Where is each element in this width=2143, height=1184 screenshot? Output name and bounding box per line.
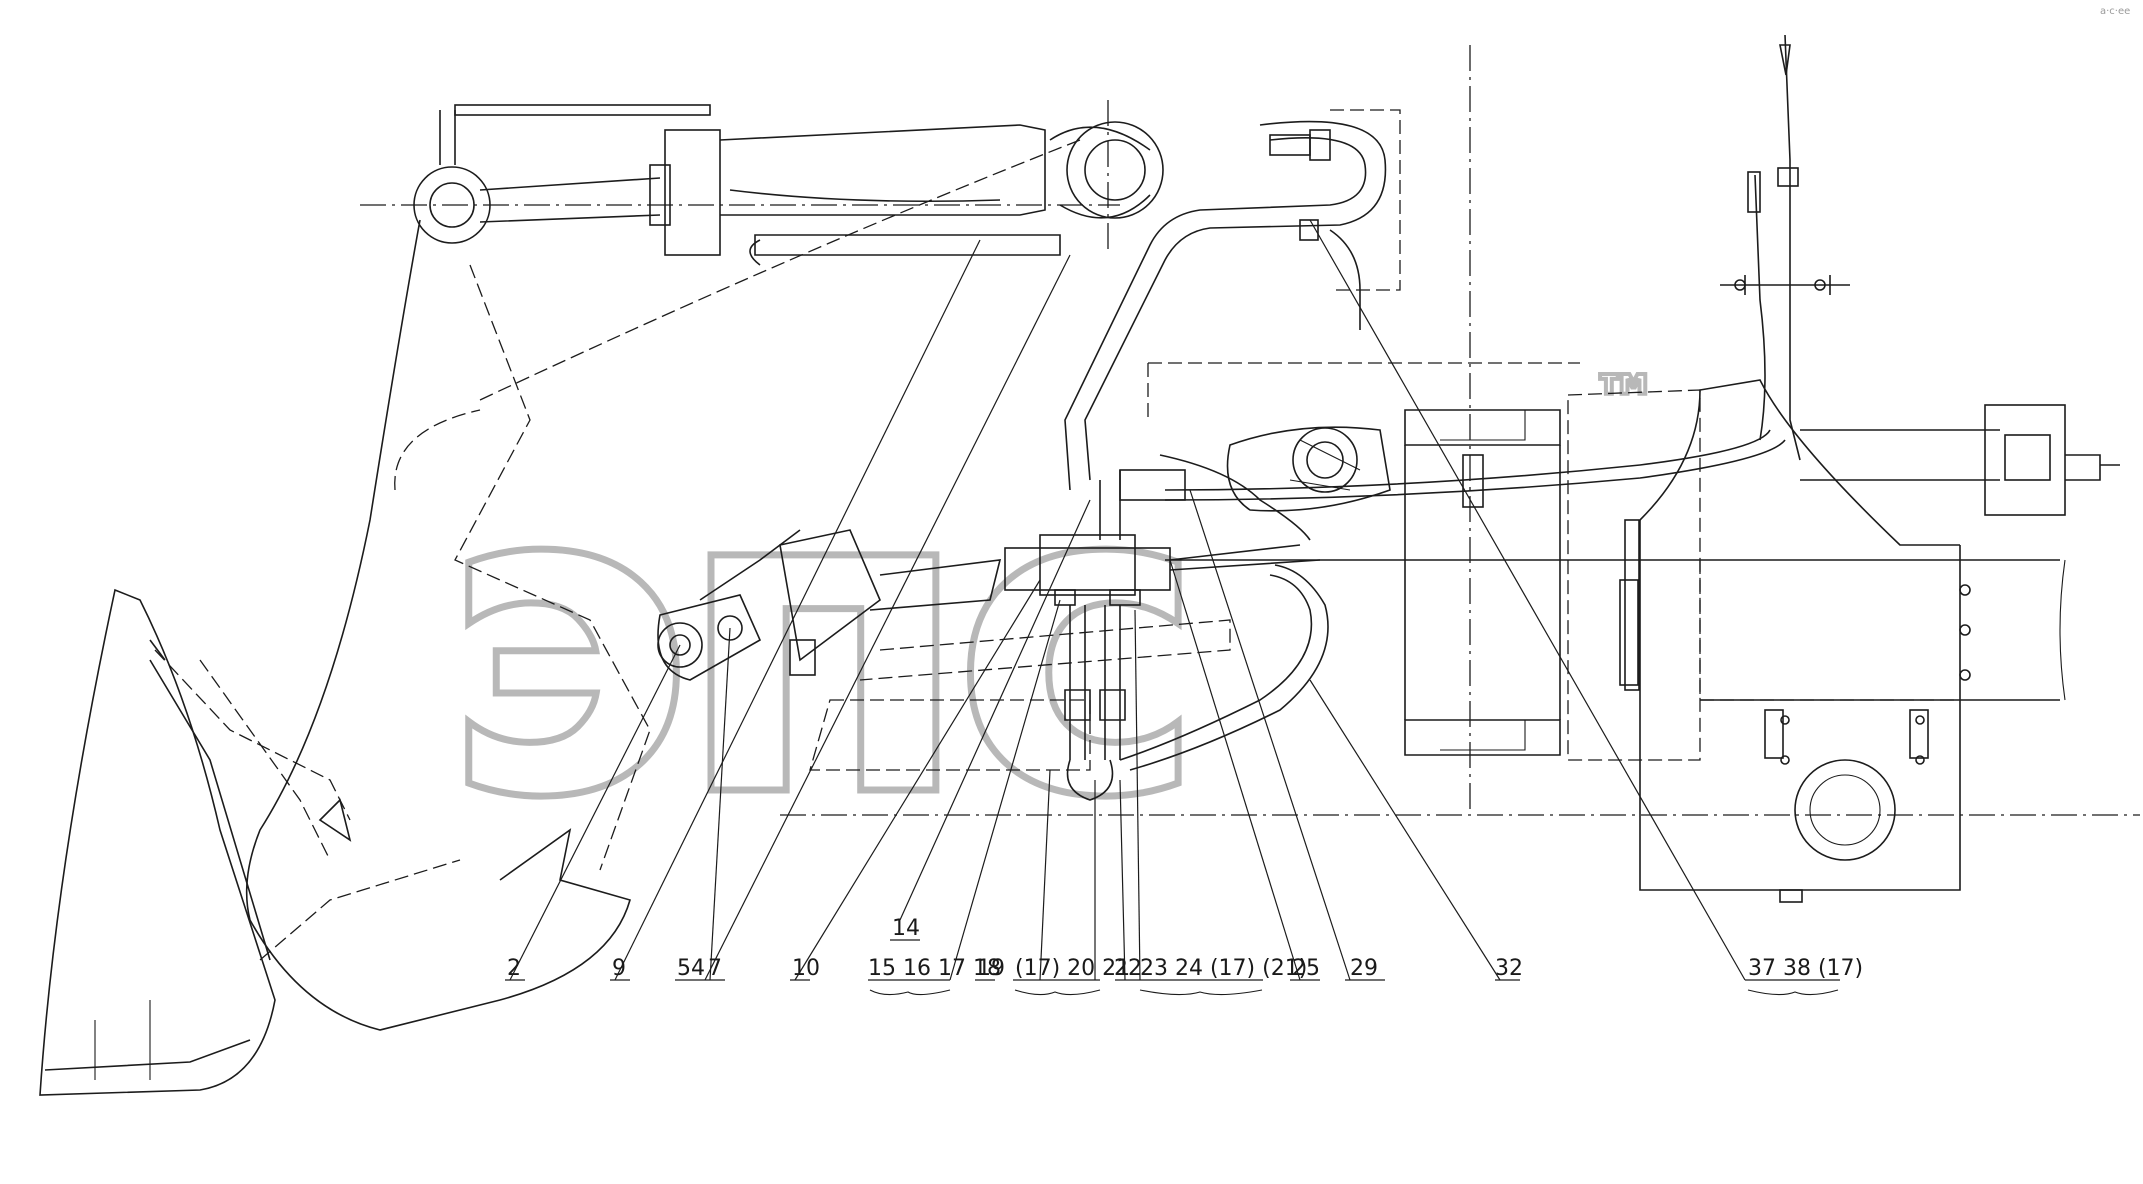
callout-19: 19: [977, 956, 1005, 981]
lift-cylinder: [413, 104, 1164, 266]
callout-15-16-17-18: 15 16 17 18: [868, 956, 1001, 981]
center-lines: [360, 45, 2140, 816]
accumulator: [779, 529, 1002, 676]
callout-37-38-17: 37 38 (17): [1748, 956, 1863, 981]
leader-lines: [505, 219, 1840, 981]
steering-pivot: [1226, 426, 1391, 512]
boom-arm: [245, 139, 1081, 1031]
callout-23-24-17-21: 23 24 (17) (21): [1140, 956, 1307, 981]
callout-labels: 2 9 54 7 10 14 15 16 17 18 19 (17) 20 21…: [507, 916, 1863, 981]
callout-7: 7: [708, 956, 722, 981]
corner-mark: a·c·ee: [2100, 6, 2130, 17]
frame: [809, 362, 2066, 903]
callout-22: 22: [1114, 956, 1142, 981]
bucket: [39, 588, 461, 1096]
callout-25: 25: [1292, 956, 1320, 981]
callout-17-20-21: (17) 20 21: [1015, 956, 1130, 981]
upper-hoses: [1064, 109, 1401, 491]
watermark-trademark: ™: [1590, 360, 1660, 442]
callout-braces: [869, 989, 1839, 996]
callout-54: 54: [677, 956, 705, 981]
callout-10: 10: [792, 956, 820, 981]
callout-14: 14: [892, 916, 920, 941]
callout-32: 32: [1495, 956, 1523, 981]
watermark-logo: эпс: [440, 392, 1187, 892]
callout-29: 29: [1350, 956, 1378, 981]
rear-lines: [1164, 404, 2120, 561]
callout-9: 9: [612, 956, 626, 981]
control-valve: [1004, 454, 1329, 801]
callout-2: 2: [507, 956, 521, 981]
control-levers: [1720, 34, 1850, 461]
